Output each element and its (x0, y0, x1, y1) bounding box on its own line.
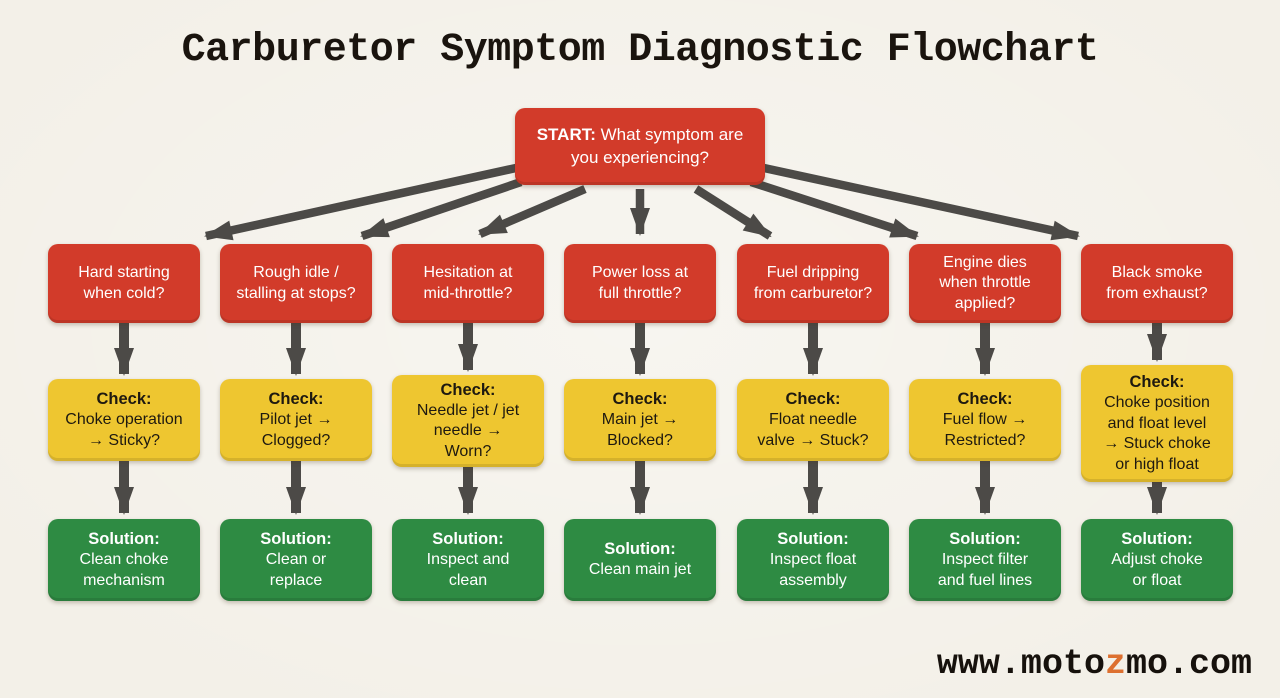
solution-label: Solution: (432, 529, 504, 548)
solution-box-3: Solution: Inspect and clean (392, 519, 544, 601)
solution-text: Clean choke mechanism (79, 551, 169, 589)
solution-text: Inspect and clean (426, 551, 510, 589)
check-text: Needle jet / jet needle → Worn? (416, 401, 520, 460)
watermark-prefix: www.moto (936, 644, 1105, 684)
symptom-box-3: Hesitation at mid-throttle? (392, 244, 544, 323)
check-label: Check: (785, 389, 841, 408)
fan-arrow-3 (478, 185, 587, 238)
solution-label: Solution: (949, 529, 1021, 548)
start-text: START: What symptom are you experiencing… (537, 124, 744, 170)
check-label: Check: (957, 389, 1013, 408)
watermark: www.motozmo.com (937, 644, 1252, 684)
start-label: START: (536, 124, 596, 144)
solution-text: Clean main jet (588, 561, 692, 579)
symptom-box-4: Power loss at full throttle? (564, 244, 716, 323)
symptom-box-5: Fuel dripping from carburetor? (737, 244, 889, 323)
check-label: Check: (1129, 373, 1185, 391)
fan-arrow-7 (763, 163, 1080, 241)
check-box-5: Check: Float needle valve → Stuck? (737, 379, 889, 461)
fan-arrow-6 (749, 177, 919, 241)
solution-text: Inspect filter and fuel lines (937, 551, 1033, 589)
symptom-text: Hard starting when cold? (78, 264, 170, 302)
solution-label: Solution: (604, 540, 676, 559)
fan-arrow-5 (693, 185, 773, 240)
solution-label: Solution: (777, 529, 849, 548)
check-text: Pilot jet → Clogged? (259, 411, 333, 449)
fan-arrow-1 (204, 163, 517, 241)
check-text: Main jet → Blocked? (601, 411, 679, 449)
check-text: Choke operation → Sticky? (65, 411, 183, 449)
symptom-text: Engine dies when throttle applied? (939, 253, 1031, 312)
solution-box-1: Solution: Clean choke mechanism (48, 519, 200, 601)
check-text: Choke position and float level → Stuck c… (1103, 394, 1211, 473)
check-label: Check: (440, 380, 496, 399)
check-box-1: Check: Choke operation → Sticky? (48, 379, 200, 461)
check-label: Check: (612, 389, 668, 408)
check-box-6: Check: Fuel flow → Restricted? (909, 379, 1061, 461)
symptom-box-7: Black smoke from exhaust? (1081, 244, 1233, 323)
solution-label: Solution: (1121, 529, 1193, 548)
watermark-suffix: mo.com (1125, 644, 1252, 684)
check-text: Float needle valve → Stuck? (757, 411, 869, 449)
solution-box-4: Solution: Clean main jet (564, 519, 716, 601)
check-text: Fuel flow → Restricted? (942, 411, 1028, 449)
start-box: START: What symptom are you experiencing… (515, 108, 765, 185)
symptom-box-6: Engine dies when throttle applied? (909, 244, 1061, 323)
solution-box-5: Solution: Inspect float assembly (737, 519, 889, 601)
symptom-text: Rough idle / stalling at stops? (236, 264, 356, 302)
check-box-2: Check: Pilot jet → Clogged? (220, 379, 372, 461)
check-box-4: Check: Main jet → Blocked? (564, 379, 716, 461)
solution-box-7: Solution: Adjust choke or float (1081, 519, 1233, 601)
solution-text: Adjust choke or float (1111, 551, 1203, 589)
symptom-text: Fuel dripping from carburetor? (753, 264, 873, 302)
page-title: Carburetor Symptom Diagnostic Flowchart (181, 28, 1099, 73)
symptom-text: Power loss at full throttle? (591, 264, 689, 302)
symptom-box-2: Rough idle / stalling at stops? (220, 244, 372, 323)
check-label: Check: (96, 389, 152, 408)
symptom-box-1: Hard starting when cold? (48, 244, 200, 323)
solution-box-2: Solution: Clean or replace (220, 519, 372, 601)
solution-box-6: Solution: Inspect filter and fuel lines (909, 519, 1061, 601)
solution-label: Solution: (88, 529, 160, 548)
check-box-3: Check: Needle jet / jet needle → Worn? (392, 375, 544, 467)
check-box-7: Check: Choke position and float level → … (1081, 365, 1233, 482)
watermark-accent: z (1104, 644, 1126, 684)
check-label: Check: (268, 389, 324, 408)
fan-arrow-2 (360, 177, 523, 241)
solution-text: Inspect float assembly (769, 551, 857, 589)
solution-label: Solution: (260, 529, 332, 548)
symptom-text: Black smoke from exhaust? (1106, 264, 1208, 302)
symptom-text: Hesitation at mid-throttle? (423, 264, 513, 302)
start-question: What symptom are you experiencing? (571, 124, 744, 167)
solution-text: Clean or replace (265, 551, 327, 589)
